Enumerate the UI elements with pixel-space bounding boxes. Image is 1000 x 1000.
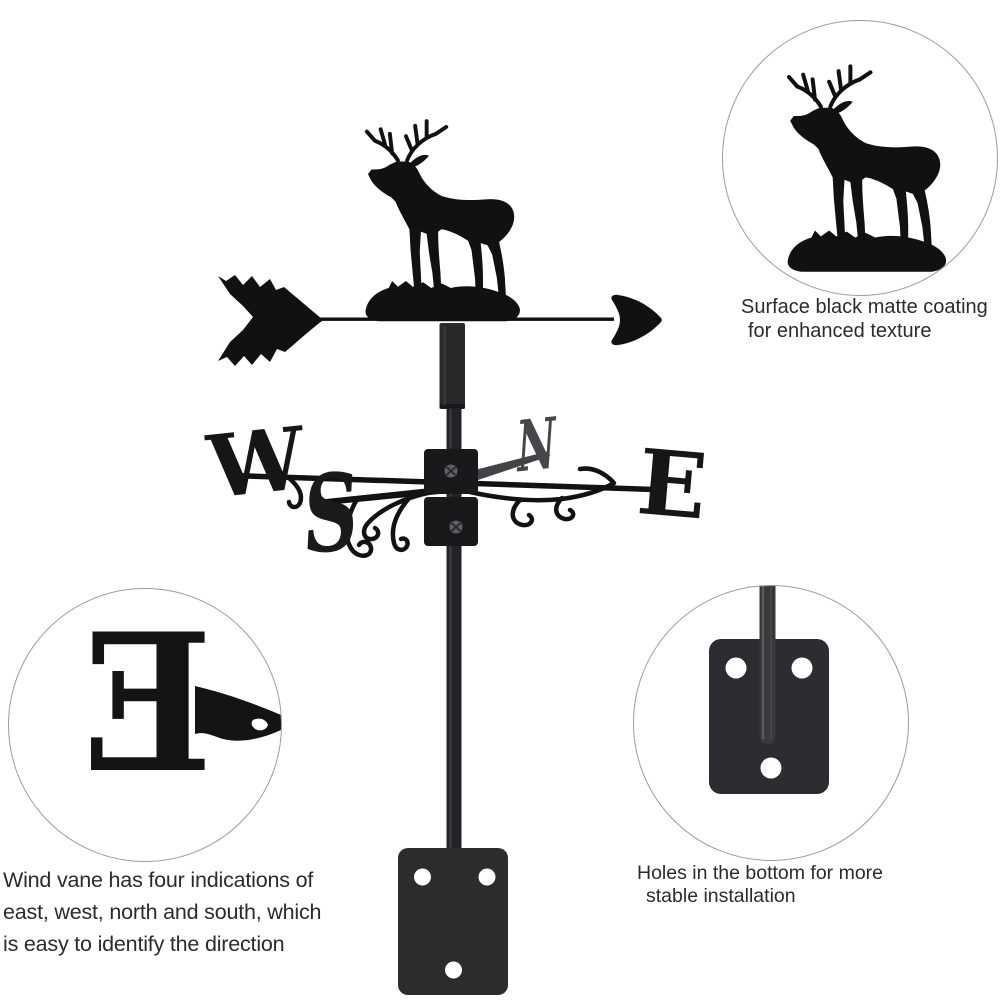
callout-coating-circle — [722, 20, 998, 296]
pivot-block-lower — [424, 497, 478, 546]
mounting-closeup — [709, 586, 829, 794]
direction-letter-west: W — [203, 407, 310, 519]
caption-line: for enhanced texture — [748, 320, 932, 342]
compass-rose — [240, 449, 662, 558]
caption-directions: Wind vane has four indications of east, … — [3, 864, 321, 960]
caption-line: is easy to identify the direction — [3, 932, 285, 956]
caption-line: east, west, north and south, which — [3, 900, 322, 924]
deer-silhouette-main — [363, 119, 522, 324]
callout-mounting-circle — [633, 585, 909, 861]
letter-arm — [195, 686, 281, 741]
direction-letter-north: N — [513, 400, 559, 489]
arrow-shaft — [320, 317, 614, 321]
compass-scrollwork — [286, 466, 617, 558]
screw-icon — [444, 464, 458, 478]
caption-line: Surface black matte coating — [741, 296, 988, 318]
direction-letter-south: S — [298, 448, 364, 578]
caption-line: stable installation — [646, 885, 796, 907]
screw-icon — [449, 520, 463, 534]
mounting-plate — [398, 848, 508, 995]
caption-coating: Surface black matte coating for enhanced… — [741, 295, 988, 343]
wind-arrow — [218, 275, 662, 366]
pole-sleeve — [439, 323, 465, 409]
pole-closeup — [759, 586, 776, 744]
mounting-holes — [414, 868, 496, 979]
deer-silhouette-closeup — [788, 66, 946, 271]
caption-line: Wind vane has four indications of — [3, 868, 314, 892]
direction-letter-east: E — [633, 429, 712, 541]
caption-line: Holes in the bottom for more — [637, 862, 884, 884]
arrow-fletching — [218, 275, 322, 366]
callout-direction-circle: E — [8, 588, 282, 862]
support-pole — [439, 323, 465, 855]
mounting-holes — [725, 657, 813, 779]
arrow-head — [611, 294, 662, 346]
deer-closeup — [723, 21, 997, 295]
caption-mounting: Holes in the bottom for more stable inst… — [637, 862, 883, 908]
